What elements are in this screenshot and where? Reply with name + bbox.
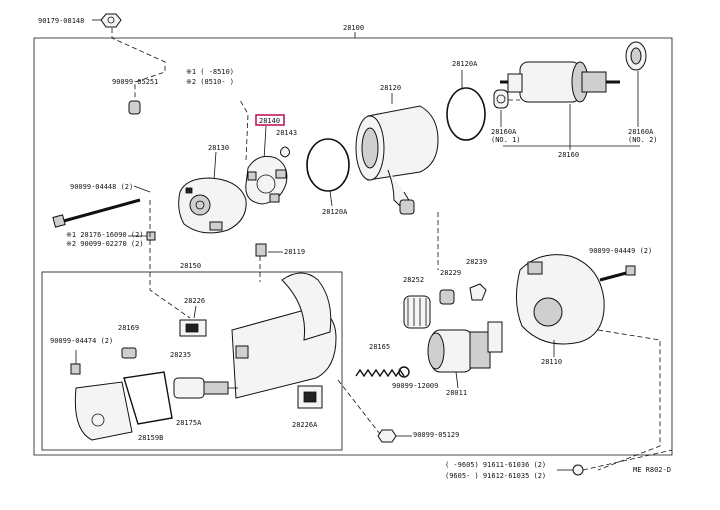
nut-hole (107, 16, 115, 24)
ball-28239-icon (469, 283, 487, 301)
contact-28226-icon (179, 319, 207, 337)
clutch-28011-icon (427, 321, 503, 373)
dash-nut-path (111, 28, 166, 98)
dash-bottom-bolt (582, 449, 673, 471)
label-90099-04474: 90099-04474 (2) (50, 337, 113, 345)
screw-icon (146, 231, 156, 241)
label-28226A: 28226A (292, 421, 318, 429)
label-90099-04448: 90099-04448 (2) (70, 183, 133, 191)
label-28140: 28140 (259, 117, 280, 125)
label-28169: 28169 (118, 324, 139, 332)
bolt-90099-04449-icon (599, 270, 631, 282)
main-frame (33, 37, 673, 456)
label-28160A-no2-sub: (NO. 2) (628, 136, 658, 144)
leader-90099-04448 (133, 185, 151, 193)
note-top-line2: ※2 (8510- ) (186, 78, 234, 86)
bearing-no2-icon (625, 41, 647, 71)
end-frame-28130-icon (178, 177, 247, 234)
part-28119-icon (255, 243, 267, 257)
label-28160A-no1-sub: (NO. 1) (491, 136, 521, 144)
dash-guide-a (149, 200, 191, 319)
note-bottom-line2: (9605- ) 91612-61035 (2) (445, 472, 546, 480)
leader-28140 (263, 125, 267, 161)
label-28120: 28120 (380, 84, 401, 92)
leader-28011 (455, 371, 459, 389)
main-ref-label: 28100 (343, 24, 364, 32)
label-28165: 28165 (369, 343, 390, 351)
terminal-28169-icon (121, 347, 137, 359)
subassembly-frame (41, 271, 343, 451)
solenoid-body-icon (231, 272, 337, 399)
leader-28130 (213, 151, 217, 181)
label-28011: 28011 (446, 389, 467, 397)
dash-guide-f (337, 379, 381, 435)
nut-90099-05129-icon (377, 429, 397, 443)
ring-28120A-upper-icon (446, 87, 486, 141)
nut-icon (100, 13, 122, 28)
note-left-line2: ※2 90099-02270 (2) (66, 240, 144, 248)
note-bottom-line1: ( -9605) 91611-61036 (2) (445, 461, 546, 469)
label-90099-04449: 90099-04449 (2) (589, 247, 652, 255)
ring-28120A-lower-icon (306, 138, 350, 192)
spring-28165-icon (355, 368, 405, 378)
contact-28226A-icon (297, 385, 323, 409)
label-90099-05251: 90099-05251 (112, 78, 158, 86)
label-28160: 28160 (558, 151, 579, 159)
leader-28226 (193, 305, 197, 319)
label-90179-08148: 90179-08148 (38, 17, 84, 25)
ring-90099-12009-icon (398, 366, 410, 378)
highlight-box-28140 (255, 114, 285, 126)
label-28120A-bottom: 28120A (322, 208, 348, 216)
label-28239: 28239 (466, 258, 487, 266)
bearing-no1-icon (493, 89, 509, 109)
note-left-line1: ※1 28176-16090 (2) (66, 231, 144, 239)
label-28150: 28150 (180, 262, 201, 270)
label-90099-05129: 90099-05129 (413, 431, 459, 439)
label-28120A-top: 28120A (452, 60, 478, 68)
label-28235: 28235 (170, 351, 191, 359)
dash-guide-d (597, 329, 661, 471)
gear-28252-icon (403, 295, 431, 329)
label-28229: 28229 (440, 269, 461, 277)
bolt-head-icon (625, 265, 636, 276)
label-28130: 28130 (208, 144, 229, 152)
dash-guide-e (239, 99, 249, 161)
label-28119: 28119 (284, 248, 305, 256)
label-28175A: 28175A (176, 419, 202, 427)
washer-icon (128, 100, 141, 115)
armature-28160-icon (500, 61, 620, 103)
through-bolt-icon (52, 198, 141, 228)
leader-28120A-bottom (329, 190, 333, 207)
label-28110: 28110 (541, 358, 562, 366)
plunger-28235-icon (173, 377, 238, 399)
note-top-line1: ※1 ( -8510) (186, 68, 234, 76)
label-28252: 28252 (403, 276, 424, 284)
gasket-28175A-icon (123, 371, 173, 425)
figure-code: ME R802-D (633, 466, 671, 474)
label-28160A-no2: 28160A (628, 128, 654, 136)
yoke-28120-icon (355, 105, 439, 215)
label-28159B: 28159B (138, 434, 163, 442)
label-90099-12009: 90099-12009 (392, 382, 438, 390)
label-28143: 28143 (276, 129, 297, 137)
clip-28143-icon (280, 146, 290, 158)
label-28160A-no1: 28160A (491, 128, 517, 136)
retainer-28229-icon (439, 289, 455, 305)
label-28226: 28226 (184, 297, 205, 305)
cover-28159B-icon (74, 381, 133, 441)
bolt-note-bottom-icon (572, 464, 584, 476)
screw-90099-04474-icon (70, 363, 81, 375)
brush-holder-28140-icon (245, 155, 288, 205)
housing-28110-icon (516, 254, 605, 345)
